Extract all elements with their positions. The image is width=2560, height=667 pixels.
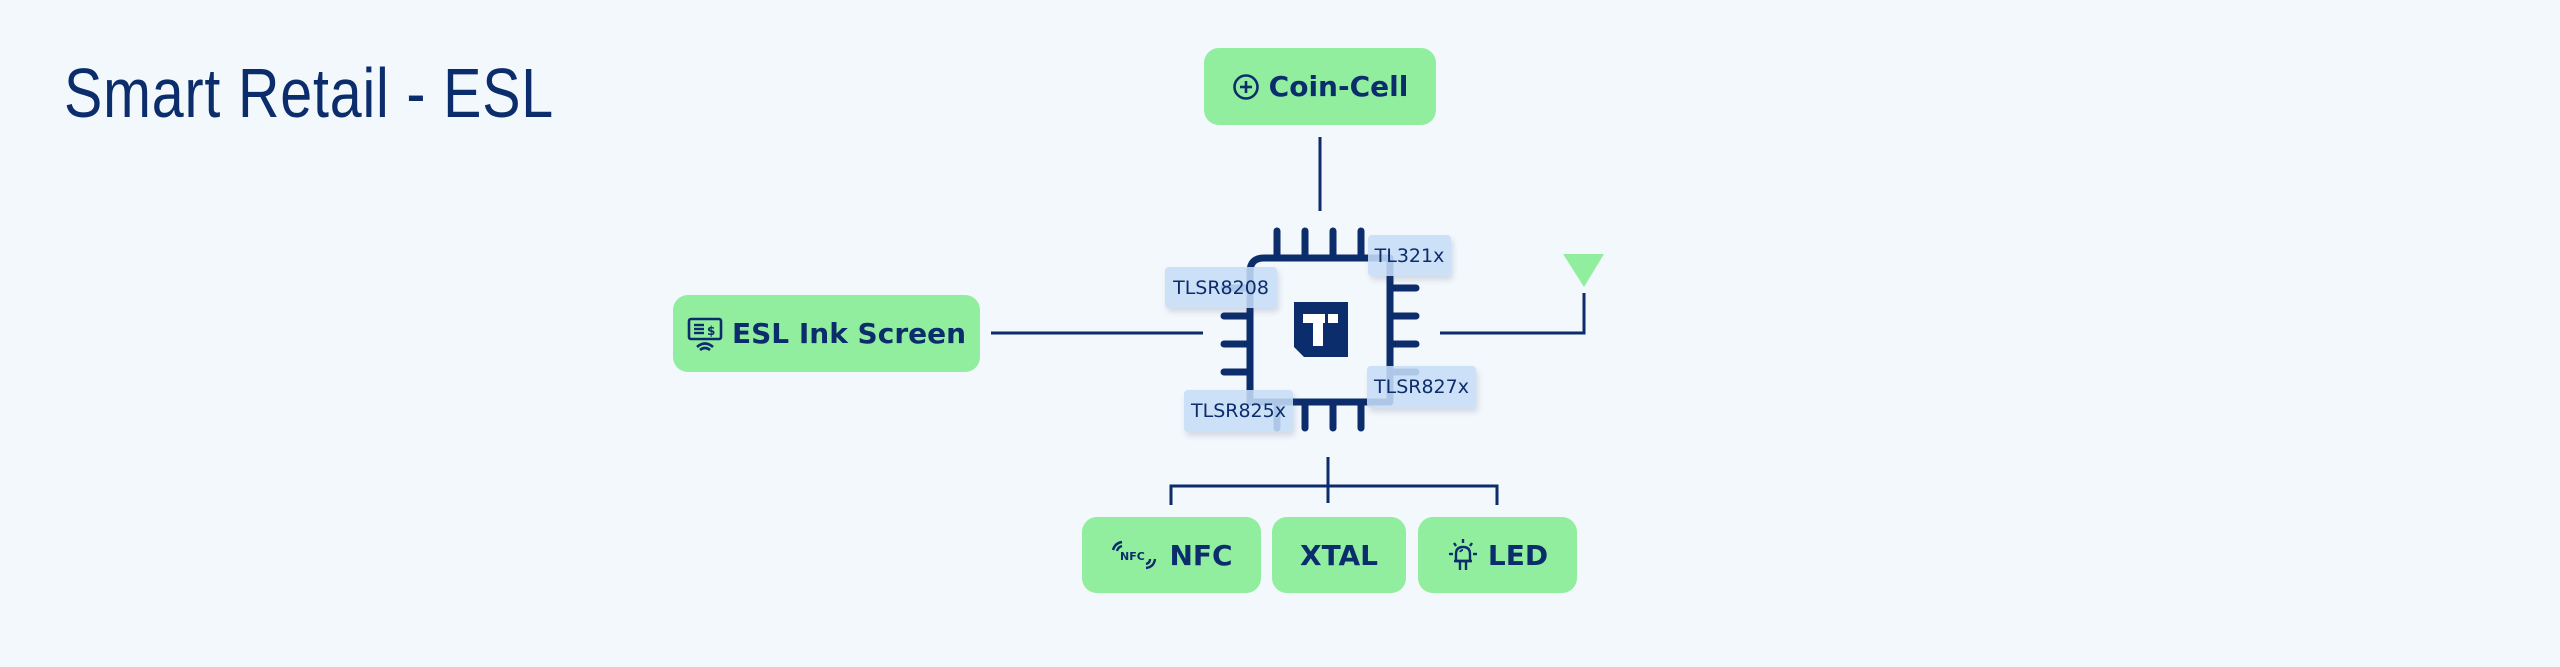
module-label: LED bbox=[1487, 538, 1549, 572]
module-label: ESL Ink Screen bbox=[731, 317, 967, 350]
chip-label-tlsr8208[interactable]: TLSR8208 bbox=[1165, 267, 1277, 308]
telink-logo-icon bbox=[1294, 302, 1348, 357]
module-esl-ink-screen[interactable]: $ ESL Ink Screen bbox=[673, 295, 980, 372]
module-nfc[interactable]: NFC NFC bbox=[1082, 517, 1261, 593]
module-label: Coin-Cell bbox=[1268, 70, 1409, 103]
esl-price-tag-icon: $ bbox=[687, 317, 723, 351]
chip-label-tl321x[interactable]: TL321x bbox=[1368, 235, 1451, 276]
connector-bottom-bracket bbox=[1169, 484, 1499, 505]
page-title: Smart Retail - ESL bbox=[64, 54, 555, 132]
chip-label-tlsr825x[interactable]: TLSR825x bbox=[1184, 390, 1293, 432]
battery-plus-icon bbox=[1232, 73, 1260, 101]
module-xtal[interactable]: XTAL bbox=[1272, 517, 1406, 593]
antenna-icon bbox=[1563, 254, 1604, 287]
module-led[interactable]: LED bbox=[1418, 517, 1577, 593]
chip-label-tlsr827x[interactable]: TLSR827x bbox=[1367, 366, 1476, 408]
nfc-icon: NFC bbox=[1110, 539, 1160, 571]
module-label: XTAL bbox=[1299, 538, 1379, 572]
svg-text:NFC: NFC bbox=[1120, 550, 1145, 563]
led-icon bbox=[1447, 538, 1479, 572]
svg-text:$: $ bbox=[707, 324, 715, 338]
module-label: NFC bbox=[1169, 538, 1233, 572]
connector-right bbox=[1440, 293, 1586, 335]
module-coin-cell[interactable]: Coin-Cell bbox=[1204, 48, 1436, 125]
